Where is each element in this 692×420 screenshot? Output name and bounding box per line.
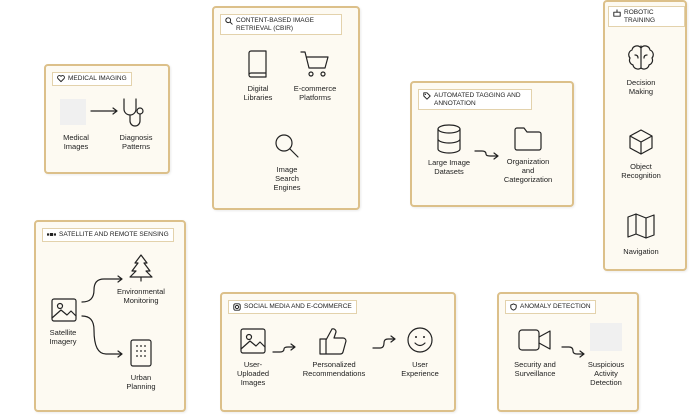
- book-icon: [248, 50, 267, 78]
- large-image-datasets-label: Large Image Datasets: [427, 158, 471, 176]
- cbir-title: CONTENT-BASED IMAGE RETRIEVAL (CBIR): [220, 14, 342, 35]
- satellite-title: SATELLITE AND REMOTE SENSING: [42, 228, 174, 242]
- medical-images-placeholder: [60, 99, 86, 125]
- environmental-monitoring-label: Environmental Monitoring: [117, 287, 165, 305]
- map-icon: [627, 213, 655, 239]
- shield-icon: [510, 303, 517, 311]
- social-media-title: SOCIAL MEDIA AND E-COMMERCE: [228, 300, 357, 314]
- suspicious-activity-label: Suspicious Activity Detection: [587, 360, 625, 387]
- navigation-label: Navigation: [623, 247, 659, 256]
- medical-imaging-title: MEDICAL IMAGING: [52, 72, 132, 86]
- cbir-card: CONTENT-BASED IMAGE RETRIEVAL (CBIR): [212, 6, 360, 210]
- heart-icon: [57, 75, 65, 83]
- organization-categorization-label: Organization and Categorization: [503, 157, 553, 184]
- digital-libraries-label: Digital Libraries: [243, 84, 273, 102]
- anomaly-detection-card: ANOMALY DETECTION: [497, 292, 639, 412]
- image-search-engines-label: Image Search Engines: [273, 165, 301, 192]
- arrow-icon: [90, 107, 118, 115]
- ecommerce-platforms-label: E-commerce Platforms: [293, 84, 337, 102]
- arrow-icon: [81, 275, 123, 303]
- search-icon: [225, 17, 233, 25]
- satellite-imagery-label: Satellite Imagery: [49, 328, 77, 346]
- robot-icon: [613, 9, 621, 17]
- stethoscope-icon: [123, 98, 144, 127]
- building-icon: [130, 339, 152, 367]
- arrow-icon: [474, 150, 499, 160]
- robotic-training-title: ROBOTIC TRAINING: [608, 6, 685, 27]
- tag-icon: [423, 92, 431, 100]
- thumbs-up-icon: [319, 328, 347, 355]
- image-icon: [240, 328, 266, 354]
- tree-icon: [129, 254, 153, 282]
- suspicious-activity-placeholder: [590, 323, 622, 351]
- video-camera-icon: [518, 329, 551, 351]
- anomaly-detection-title: ANOMALY DETECTION: [505, 300, 596, 314]
- database-icon: [437, 124, 461, 154]
- folder-icon: [514, 127, 542, 151]
- arrow-icon: [372, 335, 396, 349]
- arrow-icon: [272, 343, 296, 353]
- user-experience-label: User Experience: [401, 360, 439, 378]
- satellite-icon: [47, 233, 56, 236]
- automated-tagging-title: AUTOMATED TAGGING AND ANNOTATION: [418, 89, 532, 110]
- decision-making-label: Decision Making: [626, 78, 656, 96]
- urban-planning-label: Urban Planning: [126, 373, 156, 391]
- user-uploaded-images-label: User- Uploaded Images: [236, 360, 270, 387]
- diagnosis-patterns-label: Diagnosis Patterns: [119, 133, 153, 151]
- arrow-icon: [561, 346, 585, 358]
- brain-icon: [628, 45, 654, 70]
- personalized-recommendations-label: Personalized Recommendations: [302, 360, 366, 378]
- satellite-card: SATELLITE AND REMOTE SENSING: [34, 220, 186, 412]
- instagram-icon: [233, 303, 241, 311]
- security-surveillance-label: Security and Surveillance: [514, 360, 556, 378]
- robotic-training-card: ROBOTIC TRAINING: [603, 0, 687, 271]
- medical-images-label: Medical Images: [63, 133, 89, 151]
- shopping-cart-icon: [300, 51, 329, 77]
- smile-icon: [407, 327, 433, 353]
- magnifier-icon: [275, 134, 299, 158]
- arrow-icon: [81, 315, 123, 358]
- automated-tagging-card: AUTOMATED TAGGING AND ANNOTATION: [410, 81, 574, 207]
- object-recognition-label: Object Recognition: [621, 162, 661, 180]
- cube-icon: [629, 129, 653, 155]
- image-icon: [51, 298, 77, 322]
